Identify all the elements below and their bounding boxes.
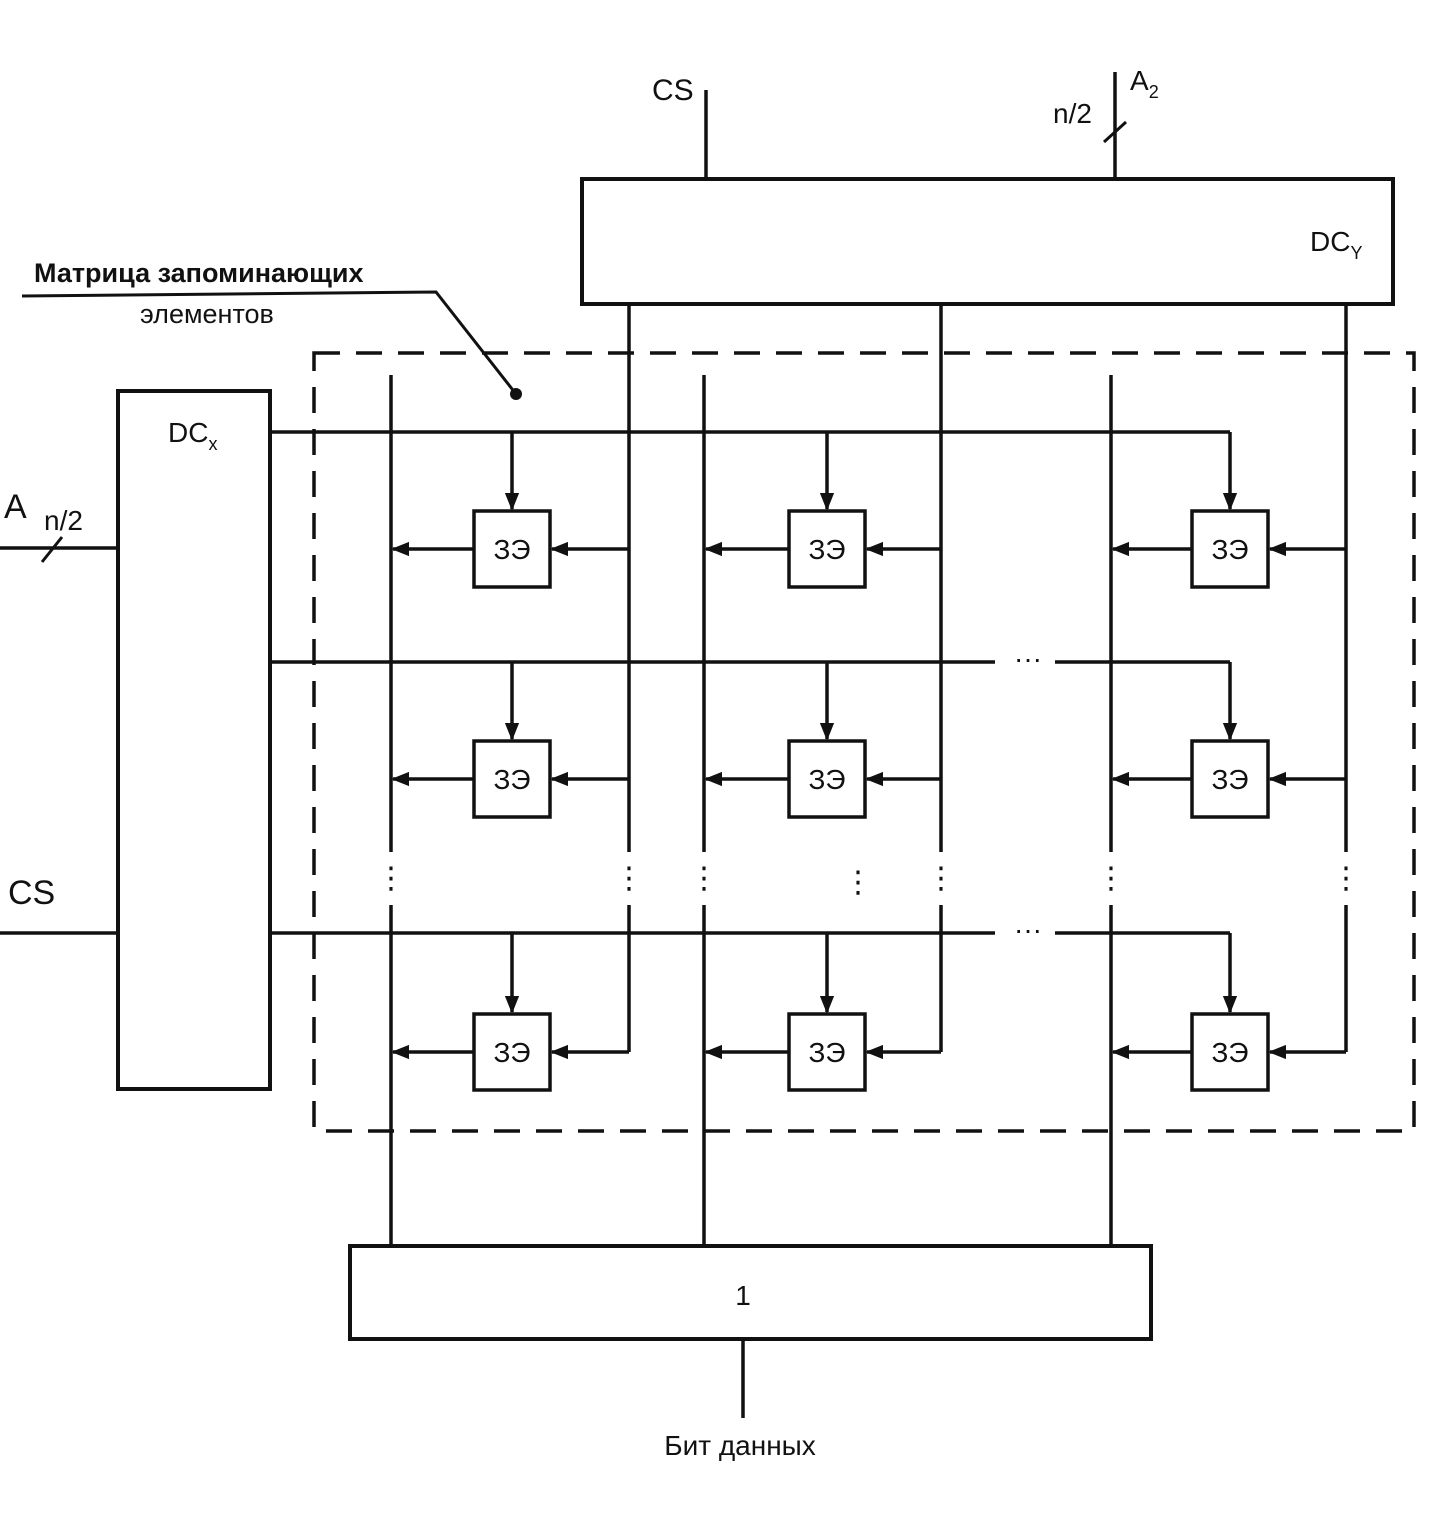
matrix-grid: ··· ··· ⋮ ⋮ ⋮ ⋮ ⋮ ⋮ ⋮ ЗЭ ЗЭ ЗЭ ЗЭ ЗЭ ЗЭ ЗЭ ЗЭ ЗЭ (270, 304, 1361, 1246)
dcx-label: DCx (168, 417, 217, 454)
cs-top-label: CS (652, 74, 694, 107)
storage-cell-label: ЗЭ (808, 534, 845, 565)
storage-cell-label: ЗЭ (1211, 1037, 1248, 1068)
column-ellipsis: ⋮ (689, 862, 719, 895)
storage-cell-label: ЗЭ (808, 764, 845, 795)
storage-cell-label: ЗЭ (493, 1037, 530, 1068)
dcx-block (116, 389, 272, 1091)
n2-left-label: n/2 (44, 505, 83, 536)
matrix-label-line1: Матрица запоминающих (34, 258, 363, 288)
storage-cell-label: ЗЭ (493, 534, 530, 565)
middle-ellipsis: ⋮ (843, 866, 873, 899)
storage-cell-label: ЗЭ (1211, 534, 1248, 565)
matrix-leader-line (21, 290, 518, 395)
row-ellipsis: ··· (1014, 914, 1042, 945)
storage-cell-label: ЗЭ (808, 1037, 845, 1068)
or-gate-label: 1 (735, 1280, 751, 1311)
dcy-label: DCY (1310, 226, 1362, 263)
n2-top-label: n/2 (1053, 98, 1092, 129)
row-ellipsis: ··· (1014, 643, 1042, 674)
a-left-bus-slash (40, 536, 64, 563)
matrix-frame (312, 351, 1416, 1133)
storage-cell (472, 509, 552, 589)
column-ellipsis: ⋮ (1331, 862, 1361, 895)
a2-label: A2 (1130, 65, 1159, 102)
storage-cell (787, 1012, 867, 1092)
column-ellipsis: ⋮ (926, 862, 956, 895)
matrix-leader-dot (510, 388, 522, 400)
matrix-label-line2: элементов (140, 299, 274, 329)
or-gate-block (348, 1244, 1153, 1341)
storage-cell (1190, 1012, 1270, 1092)
output-label: Бит данных (664, 1430, 816, 1461)
storage-cell (1190, 509, 1270, 589)
dcy-block (580, 177, 1395, 306)
column-ellipsis: ⋮ (1096, 862, 1126, 895)
cs-left-label: CS (8, 874, 55, 912)
storage-cell (472, 1012, 552, 1092)
column-ellipsis: ⋮ (614, 862, 644, 895)
storage-cell (787, 739, 867, 819)
column-ellipsis: ⋮ (376, 862, 406, 895)
a2-bus-slash (1102, 120, 1128, 144)
storage-cell-label: ЗЭ (493, 764, 530, 795)
storage-cell-label: ЗЭ (1211, 764, 1248, 795)
a-left-label: A (4, 488, 27, 526)
